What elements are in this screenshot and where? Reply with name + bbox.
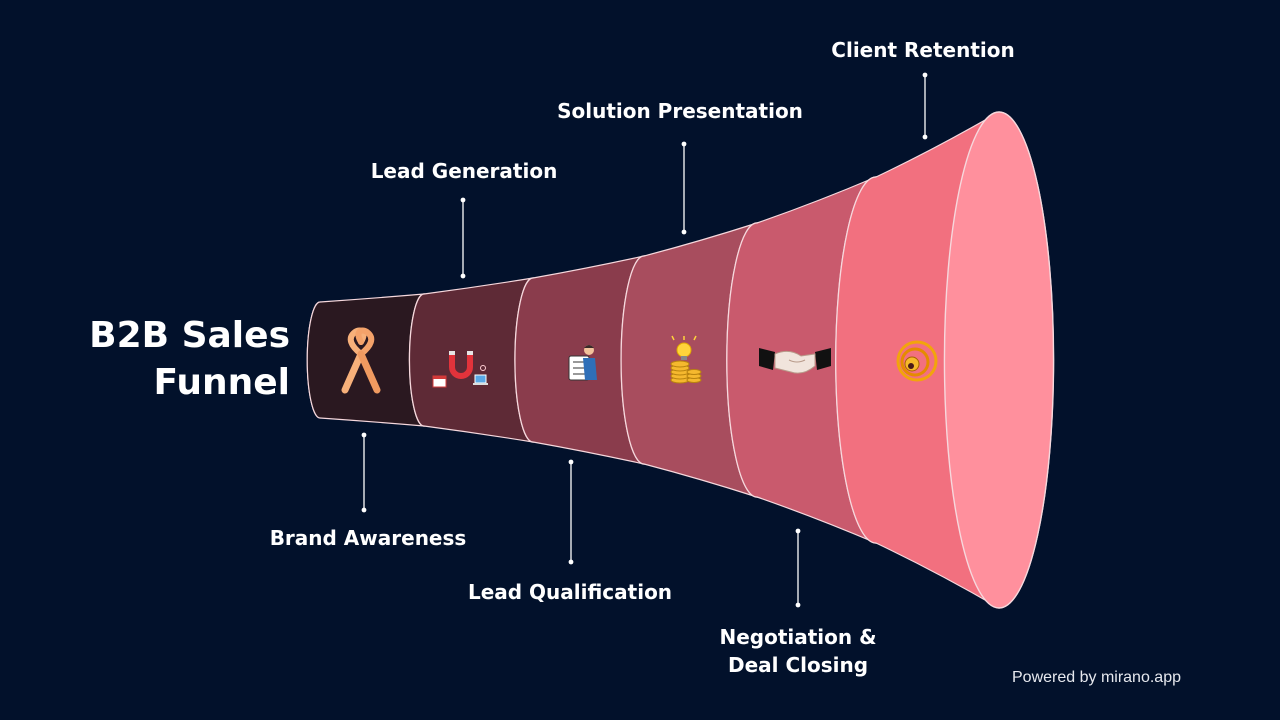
connector-dot <box>460 273 466 279</box>
title-line-2: Funnel <box>153 362 290 403</box>
handshake-icon <box>759 348 831 374</box>
checklist-person-icon <box>568 345 597 381</box>
label-brand-awareness: Brand Awareness <box>270 524 467 552</box>
connector-dot <box>681 229 687 235</box>
label-line: Deal Closing <box>727 653 869 677</box>
awareness-ribbon-icon <box>341 327 381 394</box>
connector-dot <box>460 197 466 203</box>
title-line-1: B2B Sales <box>89 315 290 356</box>
label-lead-qualification: Lead Qualification <box>468 578 672 606</box>
label-client-retention: Client Retention <box>831 36 1014 64</box>
powered-by-footer: Powered by mirano.app <box>1012 669 1181 686</box>
label-line: Lead Generation <box>370 159 558 183</box>
connector-dot <box>922 72 928 78</box>
connector-dot <box>361 432 367 438</box>
label-solution-presentation: Solution Presentation <box>557 97 803 125</box>
connector-dot <box>795 528 801 534</box>
connector-dot <box>681 141 687 147</box>
label-line: Client Retention <box>831 38 1015 62</box>
loyalty-ring-icon <box>896 340 938 382</box>
label-line: Brand Awareness <box>269 526 467 550</box>
connector-dot <box>568 559 574 565</box>
lead-magnet-icon <box>432 351 488 388</box>
connector-dot <box>568 459 574 465</box>
label-line: Negotiation & <box>719 625 877 649</box>
lightbulb-coins-icon <box>670 335 702 384</box>
label-line: Solution Presentation <box>557 99 803 123</box>
connector-dot <box>361 507 367 513</box>
label-lead-generation: Lead Generation <box>371 157 558 185</box>
funnel-cap-6 <box>943 111 1055 609</box>
connector-dot <box>795 602 801 608</box>
label-line: Lead Qualification <box>467 580 673 604</box>
label-negotiation-deal-closing: Negotiation & Deal Closing <box>719 623 876 679</box>
connector-dot <box>922 134 928 140</box>
page-title: B2B Sales Funnel <box>89 312 290 406</box>
